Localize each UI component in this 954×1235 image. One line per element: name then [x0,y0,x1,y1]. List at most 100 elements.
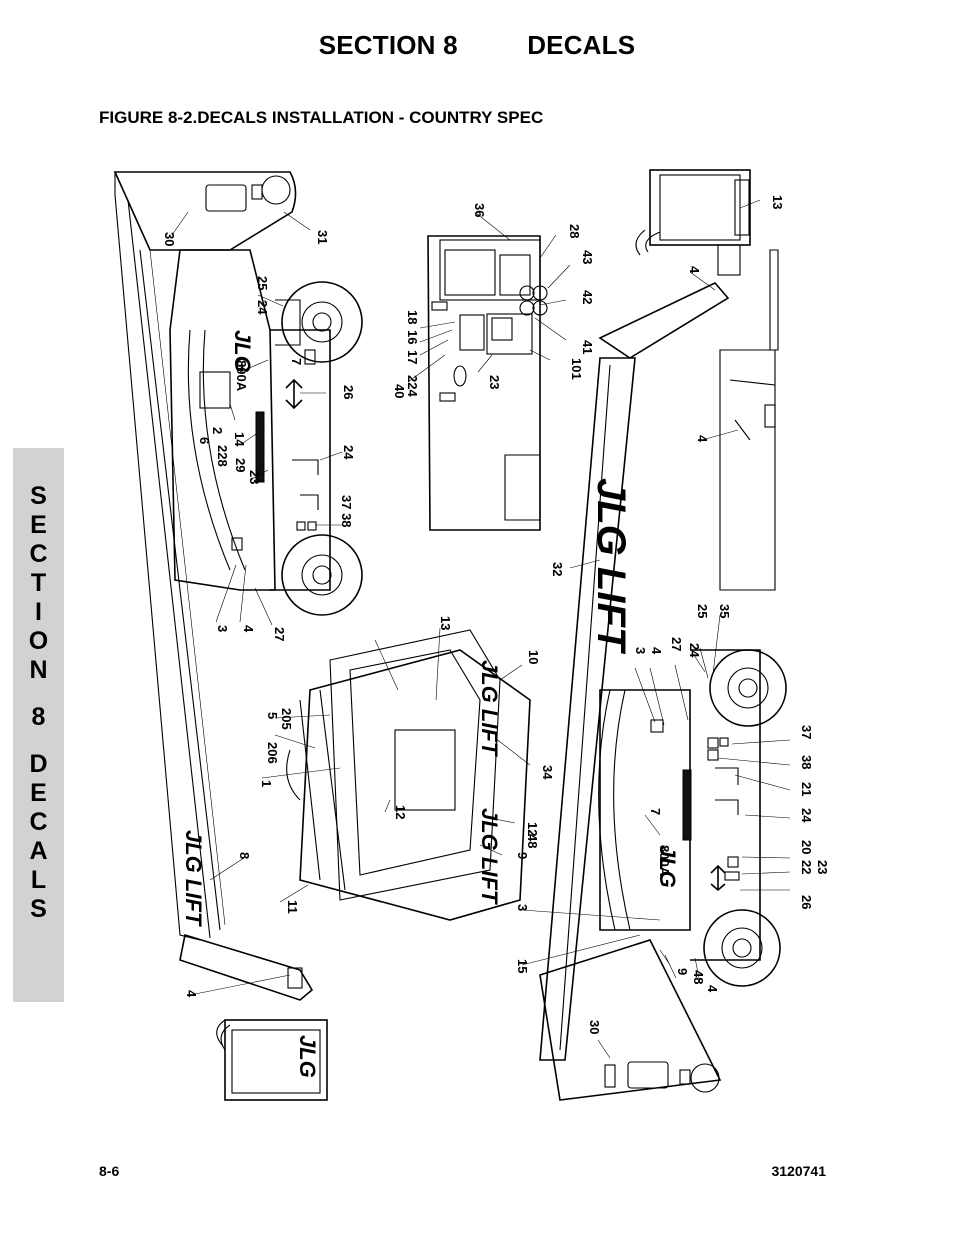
callout-label: 38 [799,755,814,769]
callout-label: 4 [184,990,199,998]
upper-machine-drawing: JLG 800A [113,171,363,941]
callout-label: 27 [669,637,684,651]
callout-label: 12 [525,822,540,836]
callout-label: 43 [580,250,595,264]
side-tab-letter: C [29,808,48,836]
brand-logo-main-boom: JLG LIFT [589,478,633,655]
callout-label: 36 [472,203,487,217]
callout-label: 48 [691,970,706,984]
callout-label: 4 [241,625,256,633]
callout-label: 10 [526,650,541,664]
side-tab-letter: T [30,569,47,597]
side-tab-letter: N [29,656,48,684]
callout-label: 224 [405,375,420,397]
callout-label: 25 [695,604,710,618]
callout-label: 18 [405,310,420,324]
callout-label: 22 [799,860,814,874]
callout-label: 35 [717,604,732,618]
callout-label: 4 [695,435,710,443]
callout-label: 20 [799,840,814,854]
side-tab-letter: A [29,837,48,865]
page-header: SECTION 8 DECALS [0,30,954,61]
callout-label: 48 [525,834,540,848]
callout-label: 5 [265,712,280,719]
callout-label: 26 [799,895,814,909]
brand-logo-platform-side: JLG LIFT [477,808,502,905]
side-tab-letter: S [30,482,47,510]
callout-label: 15 [515,959,530,973]
callout-label: 14 [232,432,247,447]
brand-logo-basket: JLG [295,1035,320,1078]
side-tab-letter: C [29,540,48,568]
callout-label: 4 [687,266,702,274]
callout-label: 30 [587,1020,602,1034]
callout-label: 24 [341,445,356,460]
callout-label: 3 [215,625,230,632]
brand-logo-upper: JLG [230,330,255,373]
lower-machine-drawing: JLG LIFT JLG 800A [521,357,791,1101]
model-label-upper: 800A [234,360,249,392]
callout-label: 27 [272,627,287,641]
side-tab-letter: E [30,511,47,539]
callout-label: 3 [633,647,648,654]
side-tab-letter: S [30,895,47,923]
side-tab-letter: D [29,750,48,778]
brand-logo-platform-top: JLG LIFT [477,660,502,757]
document-number: 3120741 [771,1163,826,1179]
callout-label: 24 [687,643,702,658]
callout-label: 24 [799,808,814,823]
callout-label: 40 [392,384,407,398]
callout-label: 12 [393,805,408,819]
callout-label: 26 [341,385,356,399]
callout-label: 42 [580,290,595,304]
callout-label: 23 [247,470,262,484]
callout-label: 4 [705,985,720,993]
callout-label: 37 [799,725,814,739]
side-tab-letter: I [35,598,42,626]
callout-label: 7 [648,808,663,815]
callout-label: 23 [815,860,830,874]
callout-label: 8 [237,852,252,859]
callout-label: 21 [799,782,814,796]
lower-left-drawing: JLG JLG LIFT [179,830,328,1101]
callout-label: 4 [649,647,664,655]
chassis-panel-drawing [407,212,571,531]
side-tab-letter: O [28,627,49,655]
section-title: DECALS [527,30,636,60]
brand-logo-lower: JLG [655,845,680,888]
callout-label: 25 [255,276,270,290]
callout-label: 101 [569,358,584,380]
callout-label: 228 [215,445,230,467]
callout-label: 32 [550,562,565,576]
callout-label: 31 [315,230,330,244]
figure-title: FIGURE 8-2.DECALS INSTALLATION - COUNTRY… [99,108,544,127]
callout-label: 205 [279,708,294,730]
section-number: SECTION 8 [318,30,458,60]
callout-label: 7 [289,358,304,365]
callout-label: 28 [567,224,582,238]
callout-label: 6 [197,437,212,444]
callout-label: 3 [515,904,530,911]
callout-label: 11 [285,900,300,914]
callout-label: 34 [540,765,555,780]
callout-label: 37 38 [339,495,354,528]
upper-right-drawing [598,169,779,591]
callout-label: 24 [255,300,270,315]
callout-label: 206 [265,742,280,764]
brand-logo-boom: JLG LIFT [181,830,206,927]
page-number: 8-6 [99,1163,120,1179]
callout-label: 13 [770,195,785,209]
callout-label: 2 [210,427,225,434]
callout-label: 17 [405,350,420,364]
callout-label: 9 [675,968,690,975]
callout-label: 13 [438,616,453,630]
callout-label: 23 [487,375,502,389]
callout-label: 41 [580,340,595,354]
side-tab-letter: L [30,866,47,894]
platform-drawing: JLG LIFT JLG LIFT [261,627,531,921]
callout-label: 29 [233,458,248,472]
